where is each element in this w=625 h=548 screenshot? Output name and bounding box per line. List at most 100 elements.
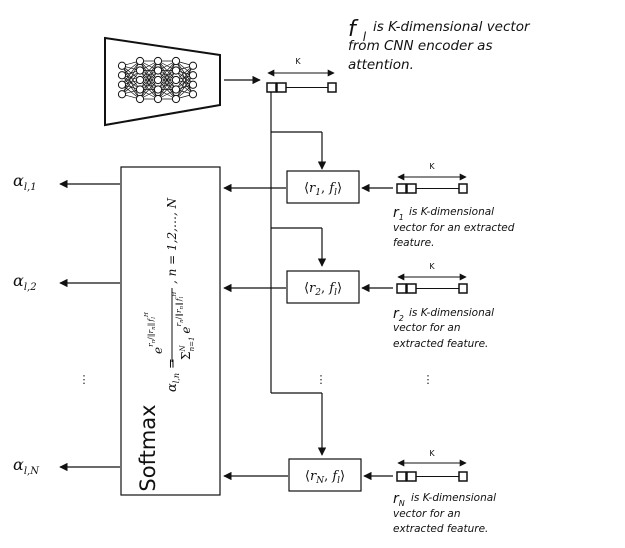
fnn-line3: extracted feature. — [393, 523, 488, 535]
r2-vector: K — [396, 262, 468, 294]
fn1-line2: vector for an extracted — [393, 222, 515, 234]
den-f: f — [174, 297, 183, 302]
den-r2: r — [174, 309, 183, 313]
nn-node — [171, 66, 181, 75]
ip1-r: r — [309, 181, 316, 196]
formula-alpha-sub: l,n — [172, 373, 181, 383]
nn-edge — [121, 60, 141, 95]
fnn-line1: is K-dimensional — [411, 492, 496, 504]
nn-node — [188, 80, 198, 89]
den-r2-sub: n — [179, 305, 185, 309]
nn-node — [171, 94, 181, 104]
num-f: f — [146, 318, 155, 323]
output-label-1: αl,1 — [13, 171, 37, 193]
nn-node — [153, 94, 163, 104]
fn2-line1: is K-dimensional — [409, 307, 494, 319]
num-r: r — [146, 343, 155, 347]
num-r-sub: n — [151, 339, 157, 343]
fn1-sub: 1 — [399, 213, 404, 222]
fn1-line1: is K-dimensional — [409, 206, 494, 218]
r1-k-label: K — [429, 162, 435, 171]
den-e: e — [179, 326, 193, 333]
nn-node — [117, 71, 127, 80]
k-label: K — [295, 57, 301, 66]
ipn-f: f — [331, 469, 339, 484]
den-f-sub: l — [179, 296, 185, 298]
vector-cell-2 — [276, 82, 287, 93]
den-r: r — [174, 322, 183, 326]
num-norm-close: ‖ — [146, 323, 155, 327]
ipn-f-sub: l — [337, 476, 340, 486]
f-vector: K — [266, 57, 337, 93]
encoder-note-line3: attention. — [348, 57, 414, 73]
nn-edge — [175, 75, 194, 100]
nn-edge — [157, 79, 177, 100]
num-e: e — [151, 347, 165, 354]
ip2-r: r — [309, 281, 316, 296]
nn-node — [135, 85, 145, 94]
formula-eq: = — [165, 358, 180, 369]
ip1-f: f — [328, 181, 336, 196]
encoder-note-line1: is K-dimensional vector — [373, 19, 531, 35]
den-norm-close: ‖ — [174, 302, 183, 306]
nn-node — [117, 90, 127, 99]
svg-text:⟨rN, fl⟩: ⟨rN, fl⟩ — [305, 469, 345, 486]
svg-text:⟨r1, fl⟩: ⟨r1, fl⟩ — [304, 181, 342, 198]
ellipsis-outputs: ⋮ — [79, 373, 90, 386]
cnn-trapezoid — [104, 36, 221, 127]
out1-symbol: α — [13, 171, 24, 190]
nn-node — [135, 75, 145, 85]
formula-denominator: ΣNn=1ern/‖rn‖flH — [172, 292, 196, 360]
inner-product-box-n: ⟨rN, fl⟩ — [288, 458, 362, 492]
fnn-sub: N — [399, 499, 405, 508]
den-r-sub: n — [179, 319, 185, 323]
neural-network-icon — [117, 56, 198, 104]
den-sum-sub: n=1 — [188, 337, 196, 352]
nn-edge — [121, 70, 141, 95]
nn-node — [153, 56, 163, 66]
fn2-line2: vector for an — [393, 322, 461, 334]
nn-node — [153, 66, 163, 75]
encoder-note-line2: from CNN encoder as — [348, 38, 493, 54]
nn-edge — [175, 65, 194, 90]
svg-text:f l: f l — [348, 17, 367, 44]
nn-edge — [139, 79, 159, 100]
nn-edge — [139, 60, 159, 90]
cnn-encoder — [104, 36, 221, 127]
svg-text:r1: r1 — [393, 205, 404, 222]
output-label-2: αl,2 — [13, 271, 37, 293]
nn-edge — [157, 60, 177, 100]
formula-numerator: ern/‖rn‖flH — [144, 312, 165, 354]
feature-note-1: r1 is K-dimensional vector for an extrac… — [393, 205, 515, 249]
nn-edge — [157, 70, 177, 100]
den-sum-sup: N — [179, 345, 187, 353]
fn2-sub: 2 — [399, 314, 404, 323]
fn1-line3: feature. — [393, 237, 434, 249]
ip2-r-sub: 2 — [314, 288, 321, 298]
fn2-symbol: r — [393, 306, 400, 322]
nn-node — [135, 66, 145, 75]
ip2-f: f — [328, 281, 336, 296]
nn-node — [153, 85, 163, 94]
ipn-r-sub: N — [315, 476, 325, 486]
nn-node — [188, 90, 198, 99]
num-h: H — [144, 312, 150, 318]
nn-edge — [139, 70, 159, 100]
feature-note-2: r2 is K-dimensional vector for an extrac… — [393, 306, 494, 350]
encoder-note-symbol: f — [348, 17, 359, 42]
num-f-sub: l — [151, 317, 157, 319]
vector-cell-last — [327, 82, 337, 93]
outn-symbol: α — [13, 455, 24, 474]
num-norm-open: ‖ — [146, 333, 155, 337]
nn-edge — [175, 65, 194, 100]
formula-n-range: , n = 1,2,…, N — [165, 197, 179, 284]
nn-node — [153, 75, 163, 85]
fn1-symbol: r — [393, 205, 400, 221]
r2-k-label: K — [429, 262, 435, 271]
nn-edge — [139, 60, 159, 81]
ellipsis-inner-products: ⋮ — [316, 373, 327, 386]
output-label-n: αl,N — [13, 455, 40, 477]
softmax-box: Softmax αl,n= ern/‖rn‖flH ΣNn=1ern/‖rn‖f… — [120, 166, 221, 496]
ipn-r: r — [310, 469, 317, 484]
